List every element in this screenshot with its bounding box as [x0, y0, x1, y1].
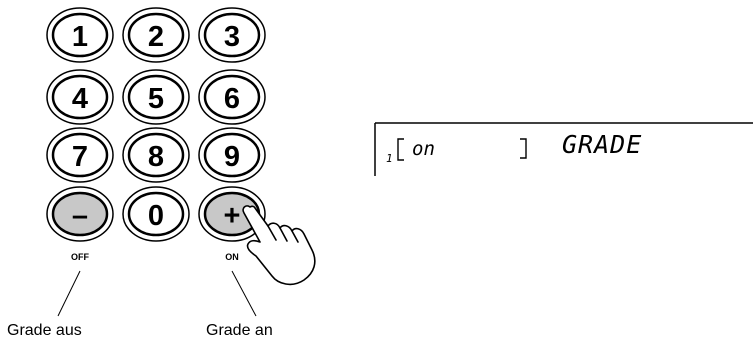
on-label: ON: [225, 252, 239, 262]
caption-grade-on: Grade an: [206, 322, 273, 339]
key-7-label: 7: [72, 141, 88, 173]
leader-line-off: [57, 270, 81, 317]
key-3-label: 3: [224, 21, 240, 53]
key-0-button[interactable]: 0: [122, 186, 190, 242]
key-5-label: 5: [148, 83, 164, 115]
key-1-button[interactable]: 1: [46, 7, 114, 63]
key-3-button[interactable]: 3: [198, 7, 266, 63]
lcd-display: 1 on GRADE: [374, 122, 753, 176]
off-label: OFF: [71, 252, 89, 262]
lcd-line-number: 1: [386, 152, 393, 165]
key-7-button[interactable]: 7: [46, 127, 114, 183]
key-4-button[interactable]: 4: [46, 69, 114, 125]
key-4-label: 4: [72, 83, 88, 115]
key-2-button[interactable]: 2: [122, 7, 190, 63]
leader-line-on: [231, 270, 257, 317]
lcd-value: on: [412, 138, 435, 160]
key-9-button[interactable]: 9: [198, 127, 266, 183]
key-9-label: 9: [224, 141, 240, 173]
key-8-button[interactable]: 8: [122, 127, 190, 183]
key-1-label: 1: [72, 21, 88, 53]
key-6-label: 6: [224, 83, 240, 115]
key-minus-label: –: [72, 200, 88, 232]
key-0-label: 0: [148, 200, 164, 232]
pointing-hand-icon: [242, 205, 316, 286]
key-minus-button[interactable]: –: [46, 186, 114, 242]
caption-grade-off: Grade aus: [7, 322, 82, 339]
key-6-button[interactable]: 6: [198, 69, 266, 125]
key-2-label: 2: [148, 21, 164, 53]
lcd-name: GRADE: [562, 130, 642, 159]
key-8-label: 8: [148, 141, 164, 173]
key-plus-label: +: [224, 200, 241, 232]
lcd-bracket-icon: [397, 138, 527, 161]
key-plus-button[interactable]: +: [198, 186, 266, 242]
key-5-button[interactable]: 5: [122, 69, 190, 125]
